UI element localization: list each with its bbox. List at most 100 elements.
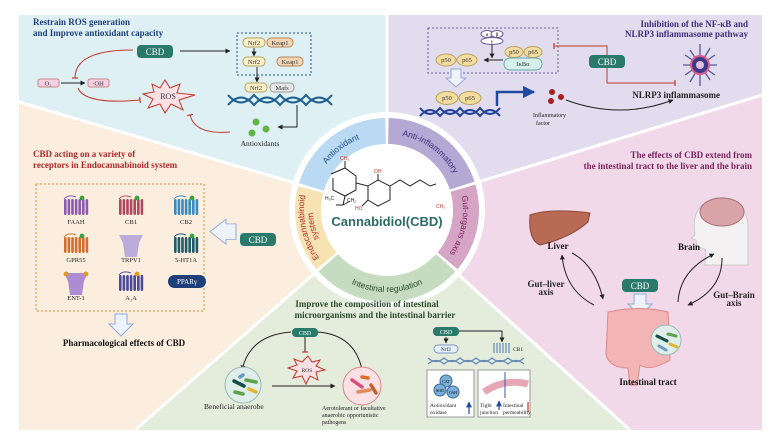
cbd-pill: CBD	[589, 55, 625, 68]
antioxidant-panel: Restrain ROS generation and Improve anti…	[33, 17, 333, 148]
receptor-box	[35, 183, 205, 312]
nfkb-box	[427, 27, 559, 74]
ros-label: ROS	[302, 368, 313, 374]
ring-sector-anti-inflammatory	[388, 118, 475, 190]
receptor-label: FAAH	[67, 219, 85, 226]
antioxidant-oxidase-label-1: Antioxidant	[430, 403, 457, 409]
nrf2-label: Nrf2	[441, 346, 452, 353]
gut-brain-axis-label-2: axis	[726, 298, 742, 308]
dna-icon	[419, 106, 501, 118]
receptor-ppar: PPARγ	[168, 275, 206, 288]
anti-inflammatory-panel: Inhibition of the NF-κB and NLRP3 inflam…	[419, 19, 748, 127]
pathogens-label-3: pathogens	[322, 420, 347, 426]
receptor-faah: FAAH	[63, 195, 89, 226]
head-brain-icon	[689, 197, 749, 266]
receptor-gpr55: GPR55	[63, 233, 89, 264]
anti-inflammatory-title-2: NLRP3 inflammasome pathway	[625, 29, 748, 39]
nrf2-keap1-box	[236, 32, 312, 76]
molecule-oh: OH	[374, 169, 382, 175]
molecule-ho: HO	[355, 206, 363, 212]
molecule-ch3-tail: CH₃	[436, 204, 445, 210]
intestinal-title-2: microorganisms and the intestinal barrie…	[295, 310, 456, 320]
svg-text:Nrf2: Nrf2	[250, 85, 262, 92]
molecule-h3c: H₃C	[325, 196, 335, 202]
ring-sector-antioxidant	[299, 118, 386, 191]
receptor-label: GPR55	[66, 257, 85, 264]
molecule-ch2: CH₂	[347, 198, 356, 204]
liver-icon	[529, 210, 591, 246]
receptor-label: 5-HT1A	[175, 257, 197, 264]
svg-text:p50: p50	[441, 57, 451, 64]
center-hub: CH₃ OH H₃C CH₂ HO CH₃ Cannabidiol(CBD) A…	[289, 112, 485, 308]
endocannabinoid-title-1: CBD acting on a variety of	[33, 149, 136, 159]
svg-text:CBD: CBD	[598, 57, 617, 67]
tight-junction-label-2: junction	[479, 410, 498, 416]
beneficial-anaerobe-label: Beneficial anaerobe	[204, 402, 264, 411]
ring-sector-gut-organs	[437, 184, 479, 270]
svg-text:p65: p65	[528, 49, 538, 56]
permeability-label-1: Intestinal	[503, 403, 524, 409]
cat-label: CAT	[442, 379, 450, 384]
svg-text:p50: p50	[509, 49, 519, 56]
antioxidant-title-1: Restrain ROS generation	[33, 17, 130, 27]
receptor-label: CB1	[125, 219, 137, 226]
svg-text:CBD: CBD	[249, 235, 268, 245]
gut-liver-axis-label-1: Gut–liver	[528, 279, 565, 289]
gut-brain-axis-label-1: Gut–Brain	[713, 290, 755, 300]
endocannabinoid-title-2: receptors in Endocannabinoid system	[33, 160, 178, 170]
nlrp3-label: NLRP3 inflammasome	[632, 90, 720, 100]
sod-label: SOD	[436, 388, 444, 393]
receptor-label: CB2	[180, 219, 192, 226]
ikk-beta: β	[496, 33, 499, 38]
svg-text:p65: p65	[465, 95, 475, 102]
svg-text:CBD: CBD	[631, 281, 650, 291]
ikk-gamma: γ	[491, 40, 494, 45]
cb1-label: CB1	[513, 347, 523, 353]
gut-organs-panel: The effects of CBD extend from the intes…	[528, 150, 755, 387]
cbd-pill: CBD	[433, 327, 459, 336]
receptor-ent1: ENT-1	[63, 271, 89, 302]
ikk-alpha: α	[486, 33, 489, 38]
antioxidant-oxidase-label-2: oxidase	[430, 410, 447, 416]
gut-organs-title-1: The effects of CBD extend from	[630, 150, 752, 160]
anti-inflammatory-title-1: Inhibition of the NF-κB and	[640, 19, 748, 29]
svg-text:CBD: CBD	[440, 330, 453, 336]
svg-text:Keap1: Keap1	[282, 59, 299, 66]
cbd-pill: CBD	[292, 328, 318, 337]
svg-text:CBD: CBD	[299, 331, 312, 337]
cbd-pill: CBD	[137, 45, 173, 58]
svg-text:Nrf2: Nrf2	[248, 40, 260, 47]
svg-text:Nrf2: Nrf2	[248, 59, 260, 66]
receptor-trpv1: TRPV1	[119, 235, 143, 264]
endocannabinoid-panel: CBD acting on a variety of receptors in …	[33, 149, 276, 348]
receptor-aa: A₂A	[118, 271, 144, 302]
ikba-label: IκBα	[516, 61, 530, 68]
gut-liver-axis-label-2: axis	[538, 287, 554, 297]
anti-inflammatory-sector	[387, 15, 762, 210]
antioxidant-spheres-icon	[248, 118, 270, 137]
cbd-pill: CBD	[622, 279, 658, 292]
pathogens-label-1: Aerotolerant or facultative	[322, 405, 386, 412]
ring-sector-intestinal	[318, 254, 456, 303]
brain-label: Brain	[678, 242, 700, 252]
nrf2-keap1-complex: Nrf2 Keap1 Nrf2 Keap1 Nrf2 Mafs	[242, 37, 304, 93]
nlrp3-inflammasome-icon	[683, 44, 717, 86]
inflammatory-factor-icon	[548, 89, 564, 104]
receptor-cb2: CB2	[173, 195, 199, 226]
antioxidants-label: Antioxidants	[241, 139, 280, 148]
liver-label: Liver	[548, 241, 569, 251]
down-arrow-icon	[444, 68, 468, 88]
o2-label: O₂	[45, 81, 52, 88]
cbd-pill: CBD	[240, 233, 276, 246]
inflammatory-factor-label-2: factor	[536, 120, 550, 127]
dna-icon	[427, 357, 525, 365]
pathogens-label-2: anaerobic opportunistic	[322, 413, 379, 419]
receptor-5ht1a: 5-HT1A	[173, 233, 199, 264]
permeability-label-2: permeability	[503, 410, 531, 416]
intestinal-tract-label: Intestinal tract	[619, 377, 676, 387]
svg-text:PPARγ: PPARγ	[177, 278, 197, 286]
ring-sector-endocannabinoid	[295, 186, 337, 270]
intestinal-panel: Improve the composition of intestinal mi…	[204, 299, 531, 426]
tight-junction-label-1: Tight	[480, 403, 492, 409]
